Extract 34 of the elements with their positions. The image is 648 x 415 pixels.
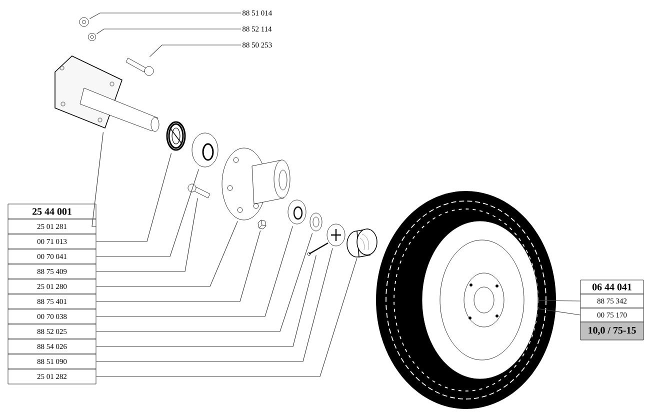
- leader-line: [96, 220, 238, 287]
- leader-line: [96, 152, 172, 242]
- leader-line: [149, 44, 242, 58]
- leader-line: [96, 168, 199, 257]
- tire-size-cell: 10,0 / 75-15: [580, 322, 644, 340]
- bearing-drawing: [288, 200, 306, 224]
- assembly-number-cell: 25 44 001: [8, 204, 96, 220]
- leader-line: [89, 12, 242, 20]
- hub-cap-drawing: [346, 228, 378, 258]
- leader-line: [96, 28, 242, 34]
- cotter-pin-drawing: [307, 242, 328, 256]
- bearing-drawing: [192, 132, 218, 168]
- leader-line: [96, 258, 358, 377]
- bolt-drawing: [126, 58, 154, 76]
- leader-line: [96, 198, 198, 272]
- leader-line: [96, 254, 316, 347]
- seal-ring-drawing: [166, 121, 186, 151]
- leader-line: [96, 248, 333, 362]
- leader-line: [538, 308, 581, 316]
- leader-line: [538, 300, 581, 302]
- stub-axle-drawing: [54, 56, 160, 132]
- stud-drawing: [188, 184, 210, 198]
- hub-drawing: [222, 148, 290, 220]
- wheel-rim-drawing: [422, 220, 538, 380]
- nut-drawing: [79, 17, 89, 27]
- nut-drawing: [258, 220, 266, 230]
- leader-line: [96, 230, 261, 302]
- castle-nut-drawing: [326, 224, 346, 246]
- leader-line: [96, 232, 313, 332]
- washer-drawing: [310, 212, 322, 232]
- leader-line: [96, 226, 293, 317]
- leader-line: [92, 132, 104, 227]
- washer-drawing: [88, 33, 96, 41]
- assembly-number-cell: 06 44 041: [580, 280, 644, 294]
